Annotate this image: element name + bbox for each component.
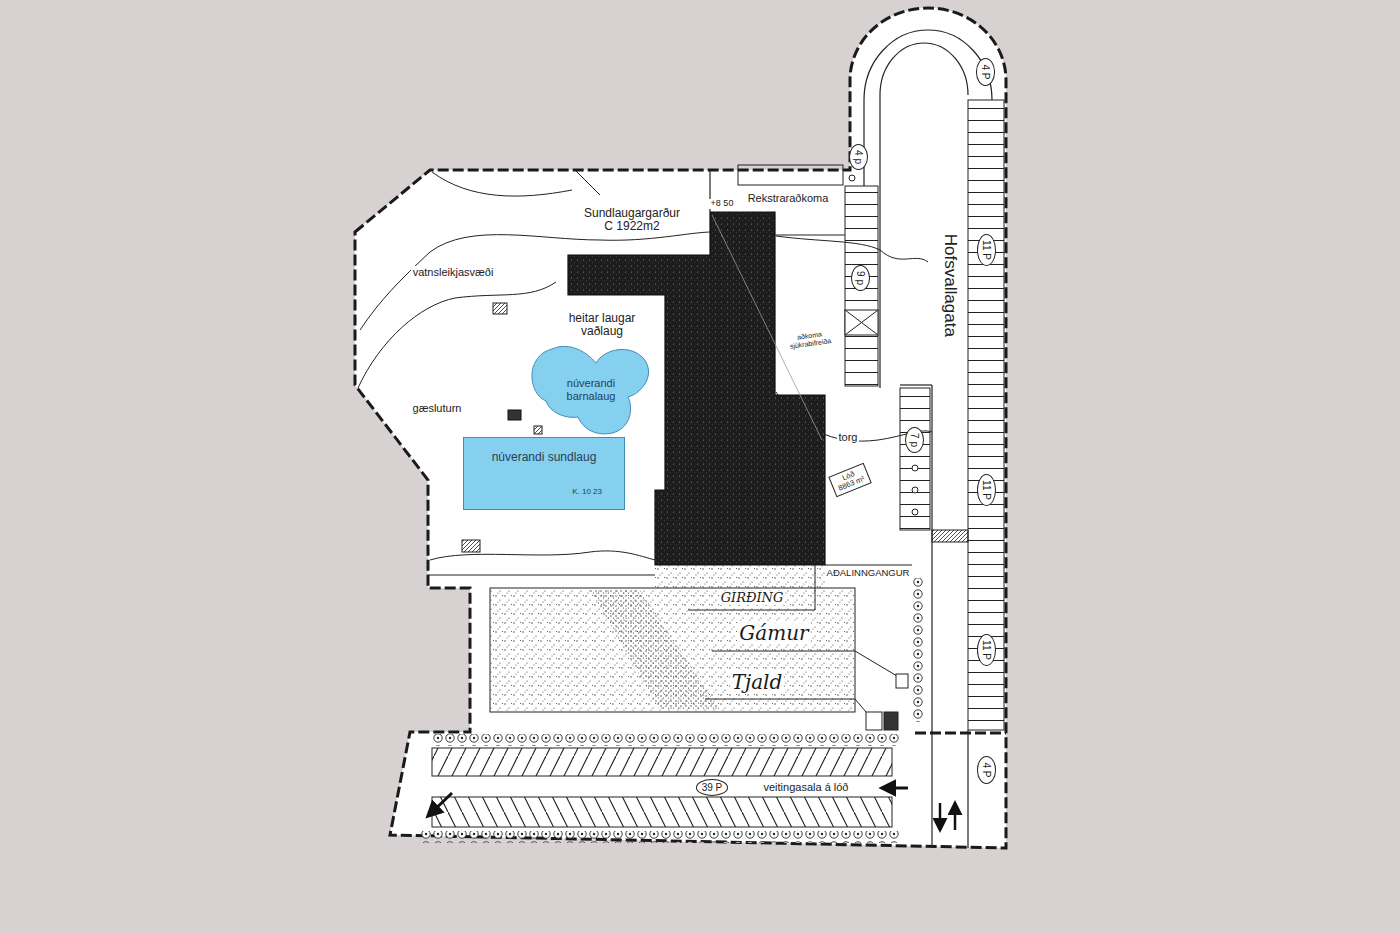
map-path	[688, 565, 815, 610]
wall-line	[428, 575, 655, 576]
node-text: 4 P	[981, 762, 992, 777]
access-label: Rekstraraðkoma	[746, 192, 831, 204]
map-path	[705, 699, 866, 712]
parking-count: 11 P	[977, 474, 996, 506]
tree-column	[911, 578, 923, 722]
map-path	[358, 282, 556, 388]
parking-row	[432, 797, 892, 827]
node-text: 39 P	[702, 782, 723, 793]
area-label: torg	[837, 431, 860, 443]
contour-lines	[358, 170, 932, 560]
area-label: heitar laugar vaðlaug	[560, 312, 644, 338]
node-text: 4 p	[853, 150, 864, 164]
area-label: vatnsleikjasvæði	[411, 266, 496, 278]
ambulance-bay	[845, 310, 878, 335]
site-boundary	[355, 8, 1006, 848]
tree-row	[420, 831, 900, 843]
entrance-label: AÐALINNGANGUR	[825, 568, 912, 578]
map-path	[845, 310, 878, 335]
feature-label: gæsluturn	[411, 402, 464, 414]
hatched-square	[534, 426, 542, 434]
gravel-area	[490, 588, 855, 712]
small-box	[884, 712, 898, 730]
node-text: 9 p	[855, 271, 866, 285]
node-text: núverandi sundlaug	[492, 450, 597, 464]
access-label: aðkoma sjúkrabifreiða	[782, 329, 838, 352]
area-label: Sundlaugargarður C 1922m2	[580, 207, 684, 233]
map-line	[900, 384, 932, 385]
arrow	[939, 803, 942, 830]
arrow	[428, 793, 452, 816]
road-lines	[710, 30, 992, 848]
small-box	[866, 712, 882, 730]
tree-row	[432, 734, 900, 746]
parking-stalls	[900, 388, 930, 530]
hatched-square	[462, 540, 480, 552]
ops-strip	[738, 165, 843, 185]
parking-count: 11 P	[977, 634, 996, 666]
parking-count: 39 P	[696, 779, 729, 796]
small-box	[896, 674, 908, 688]
arrow	[882, 787, 908, 790]
section-line	[712, 215, 822, 440]
parking-row	[432, 748, 892, 776]
node-text: 11 P	[981, 240, 992, 260]
pool-rect: núverandi sundlaug K. 10 23	[463, 437, 625, 510]
node-text: 4 P	[980, 64, 991, 79]
elevation-label: +8 50	[709, 199, 736, 209]
node-text: Lóð 8863 m²	[833, 467, 867, 493]
parking-count: 11 P	[977, 234, 996, 266]
parking-count: 4 p	[849, 144, 868, 170]
parking-stalls	[968, 100, 1004, 730]
handwritten-note: GIRÐING	[719, 591, 786, 605]
node-text: 11 P	[981, 480, 992, 500]
map-line	[775, 234, 845, 235]
parking-count: 9 p	[851, 265, 870, 291]
node-text: 11 P	[981, 640, 992, 660]
map-circle	[912, 487, 918, 493]
map-path	[432, 172, 572, 196]
parking-count: 4 P	[976, 58, 995, 85]
node-text: 7 p	[909, 433, 920, 447]
hatched-square	[493, 303, 507, 314]
map-line	[967, 730, 968, 848]
entrance-block	[932, 530, 968, 542]
map-circle	[849, 175, 855, 181]
depth-label: K. 10 23	[572, 487, 602, 496]
plot-box: Lóð 8863 m²	[828, 463, 871, 497]
arrow	[954, 803, 957, 830]
parking-count: 7 p	[905, 427, 924, 453]
handwritten-note: Gámur	[737, 622, 810, 644]
map-line	[931, 385, 932, 848]
parking-stalls	[845, 186, 878, 386]
pool-outline-path	[532, 346, 649, 434]
map-path	[825, 565, 912, 566]
gravel-band	[590, 590, 720, 710]
map-path	[880, 43, 968, 388]
leader-lines	[688, 565, 912, 712]
pool-shape: núverandi barnalaug	[530, 343, 652, 437]
parking-count: 4 P	[977, 756, 996, 783]
street-name: Hofsvallagata	[941, 231, 960, 338]
tower-square	[508, 410, 521, 420]
area-label: veitingasala á lóð	[761, 781, 850, 793]
map-circle	[912, 509, 918, 515]
map-rect	[845, 310, 878, 335]
map-path	[575, 170, 600, 195]
boundary-crossing	[915, 732, 1006, 735]
entrance-strip	[655, 565, 825, 588]
handwritten-note: Tjald	[730, 671, 785, 693]
node-text: núverandi barnalaug	[555, 377, 627, 402]
map-circle	[912, 465, 918, 471]
